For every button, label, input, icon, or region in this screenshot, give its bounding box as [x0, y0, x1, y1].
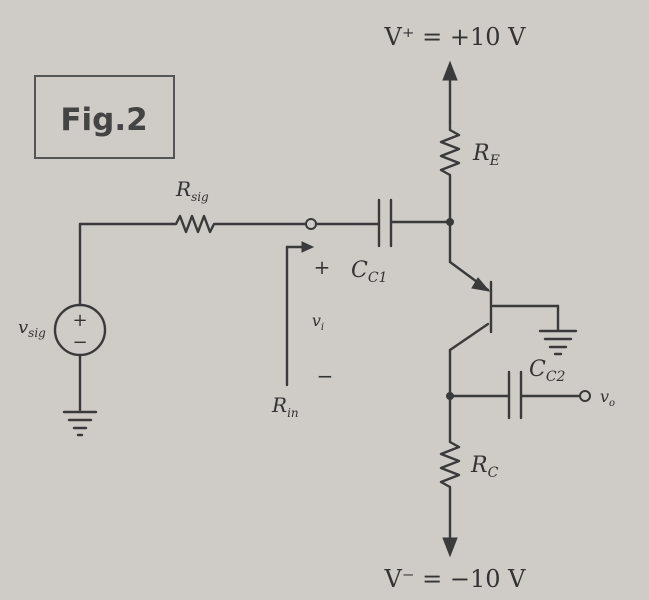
rsig-label: Rsig: [175, 177, 209, 204]
vo-label: vo: [600, 387, 615, 409]
output-terminal: [579, 390, 591, 402]
source-minus: −: [72, 332, 87, 353]
vsig-source: [53, 222, 174, 412]
rc-label: RC: [470, 453, 499, 481]
rsig-resistor: [170, 214, 308, 234]
base-ground-icon: [538, 329, 578, 356]
vi-label: vi: [312, 311, 324, 333]
re-resistor: [439, 120, 461, 224]
rc-resistor: [439, 394, 461, 542]
rin-arrow: [285, 241, 315, 387]
cc1-capacitor: [377, 198, 452, 248]
source-ground-icon: [62, 410, 98, 437]
cc1-label: CC1: [351, 258, 387, 286]
positive-supply-label: V⁺ = +10 V: [384, 23, 527, 51]
cc2-capacitor: [448, 370, 582, 420]
negative-supply-label: V⁻ = −10 V: [384, 565, 527, 593]
cc2-label: CC2: [529, 357, 566, 385]
vi-minus: −: [317, 364, 334, 388]
rin-label: Rin: [271, 393, 299, 420]
input-terminal: [305, 218, 317, 230]
negative-supply-arrow: [442, 537, 458, 558]
re-label: RE: [472, 141, 500, 169]
vi-plus: +: [314, 255, 331, 279]
figure-label: Fig.2: [60, 102, 147, 138]
figure-label-box: Fig.2: [34, 75, 175, 159]
vsig-label: vsig: [18, 317, 46, 340]
pnp-transistor: [448, 220, 560, 398]
positive-supply-arrow: [442, 60, 458, 124]
source-plus: +: [72, 310, 87, 331]
